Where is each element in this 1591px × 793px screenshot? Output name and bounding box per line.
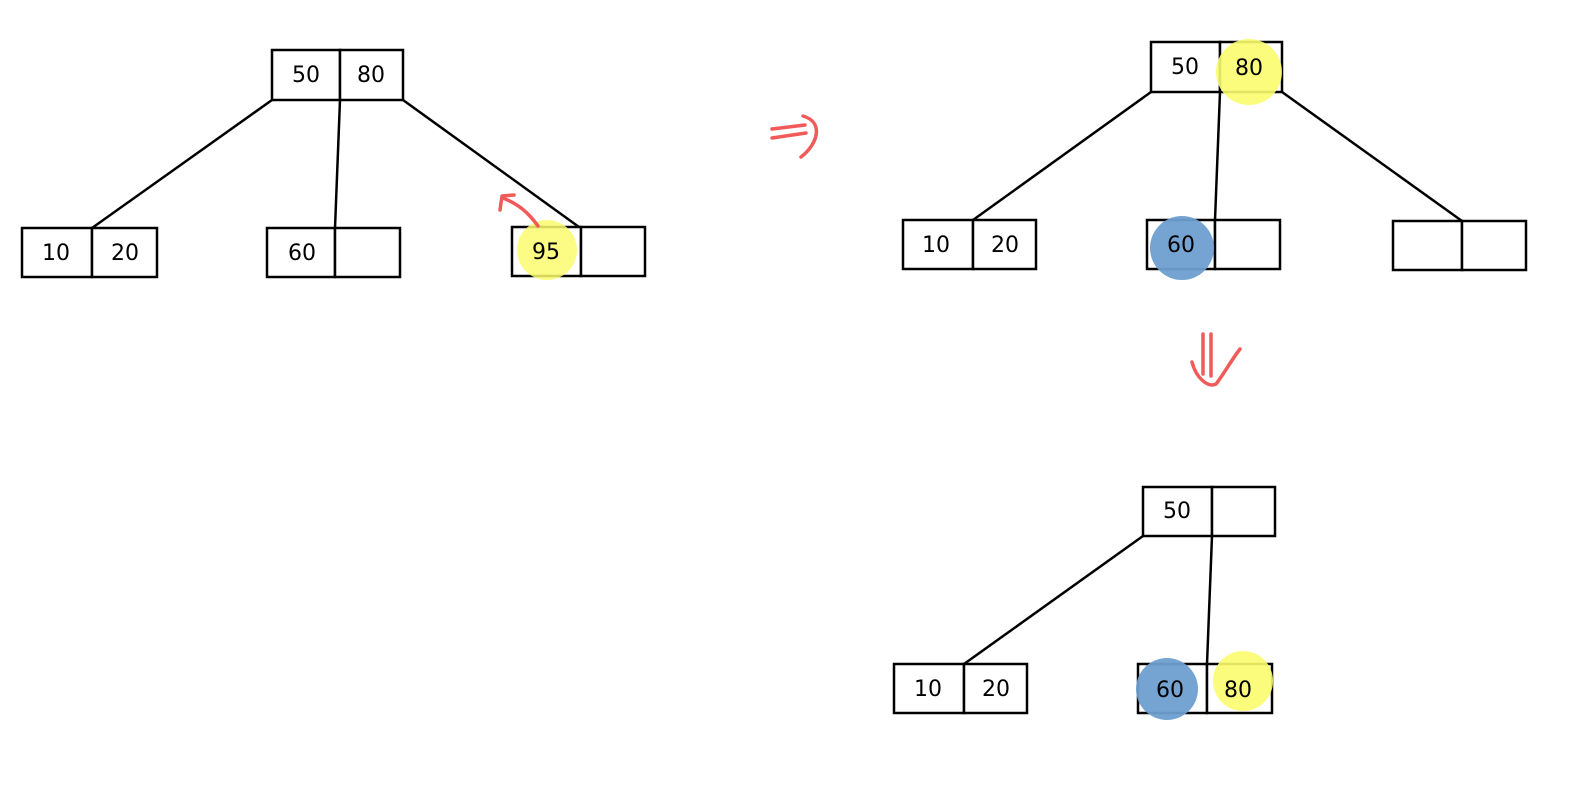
tree-b-blue-highlight [1150, 216, 1214, 280]
tree-b-root-key-1-label: 50 [1171, 55, 1199, 80]
tree-a-root-node: 50 80 [270, 48, 405, 102]
tree-b: 50 80 10 20 60 [901, 39, 1528, 280]
tree-a: 50 80 10 20 60 95 [20, 48, 647, 280]
tree-b-edge-right [1281, 90, 1463, 223]
tree-c-root-key-2 [1210, 485, 1277, 538]
tree-b-left-key-2 [971, 218, 1038, 271]
tree-a-root-key-2 [338, 48, 405, 102]
tree-b-root-node: 50 80 [1149, 39, 1284, 105]
tree-a-curved-arrow-icon [501, 196, 540, 228]
tree-c-right-node: 60 80 [1136, 651, 1274, 720]
tree-b-root-key-2-label: 80 [1235, 56, 1263, 81]
tree-b-edge-left [972, 90, 1152, 222]
tree-b-left-key-1-label: 10 [922, 233, 950, 258]
tree-c-root-key-1 [1141, 485, 1214, 538]
tree-b-yellow-highlight [1216, 39, 1282, 105]
tree-a-left-key-1-label: 10 [42, 241, 70, 266]
tree-c-left-key-1-label: 10 [914, 677, 942, 702]
tree-c-blue-highlight [1136, 658, 1198, 720]
tree-b-left-key-1 [901, 218, 975, 271]
tree-a-left-key-2 [90, 226, 159, 279]
right-arrow-icon [770, 114, 819, 159]
tree-a-root-key-2-label: 80 [357, 63, 385, 88]
tree-a-edge-right [402, 98, 580, 229]
tree-b-root-key-1 [1149, 40, 1222, 94]
tree-c-yellow-highlight [1213, 651, 1273, 711]
tree-a-left-key-1 [20, 226, 94, 279]
tree-b-middle-key-2 [1213, 218, 1282, 271]
tree-a-right-node: 95 [510, 220, 647, 280]
tree-b-middle-key-1-label: 60 [1167, 233, 1195, 258]
tree-c-right-key-1-label: 60 [1156, 678, 1184, 703]
tree-a-right-key-1-label: 95 [532, 240, 560, 265]
tree-a-left-key-2-label: 20 [111, 241, 139, 266]
tree-a-edge-left [91, 98, 273, 230]
tree-a-middle-key-1 [265, 226, 337, 279]
tree-c: 50 10 20 60 80 [892, 485, 1277, 720]
tree-c-left-key-1 [892, 662, 966, 715]
tree-a-left-node: 10 20 [20, 226, 159, 279]
tree-a-root-key-1-label: 50 [292, 63, 320, 88]
tree-c-right-key-2-label: 80 [1224, 678, 1252, 703]
tree-c-edge-right [1205, 535, 1214, 665]
tree-c-left-node: 10 20 [892, 662, 1029, 715]
tree-b-left-key-2-label: 20 [991, 233, 1019, 258]
tree-c-root-node: 50 [1141, 485, 1277, 538]
tree-b-right-key-2 [1460, 219, 1528, 272]
tree-b-right-node [1391, 219, 1528, 272]
tree-a-yellow-highlight [517, 220, 577, 280]
tree-b-left-node: 10 20 [901, 218, 1038, 271]
tree-c-edge-left [963, 534, 1144, 666]
tree-a-edge-middle [333, 99, 342, 229]
tree-a-middle-key-2 [333, 226, 402, 279]
tree-a-middle-node: 60 [265, 226, 402, 279]
down-arrow-icon [1190, 332, 1242, 387]
tree-c-left-key-2 [962, 662, 1029, 715]
tree-b-right-key-1 [1391, 219, 1464, 272]
tree-c-left-key-2-label: 20 [982, 677, 1010, 702]
tree-a-root-key-1 [270, 48, 342, 102]
tree-a-middle-key-1-label: 60 [288, 241, 316, 266]
tree-b-edge-middle [1213, 91, 1222, 221]
tree-b-middle-node: 60 [1145, 216, 1282, 280]
tree-a-right-key-2 [579, 225, 647, 278]
tree-c-root-key-1-label: 50 [1163, 499, 1191, 524]
tree-a-curved-arrowhead-icon [498, 193, 516, 212]
